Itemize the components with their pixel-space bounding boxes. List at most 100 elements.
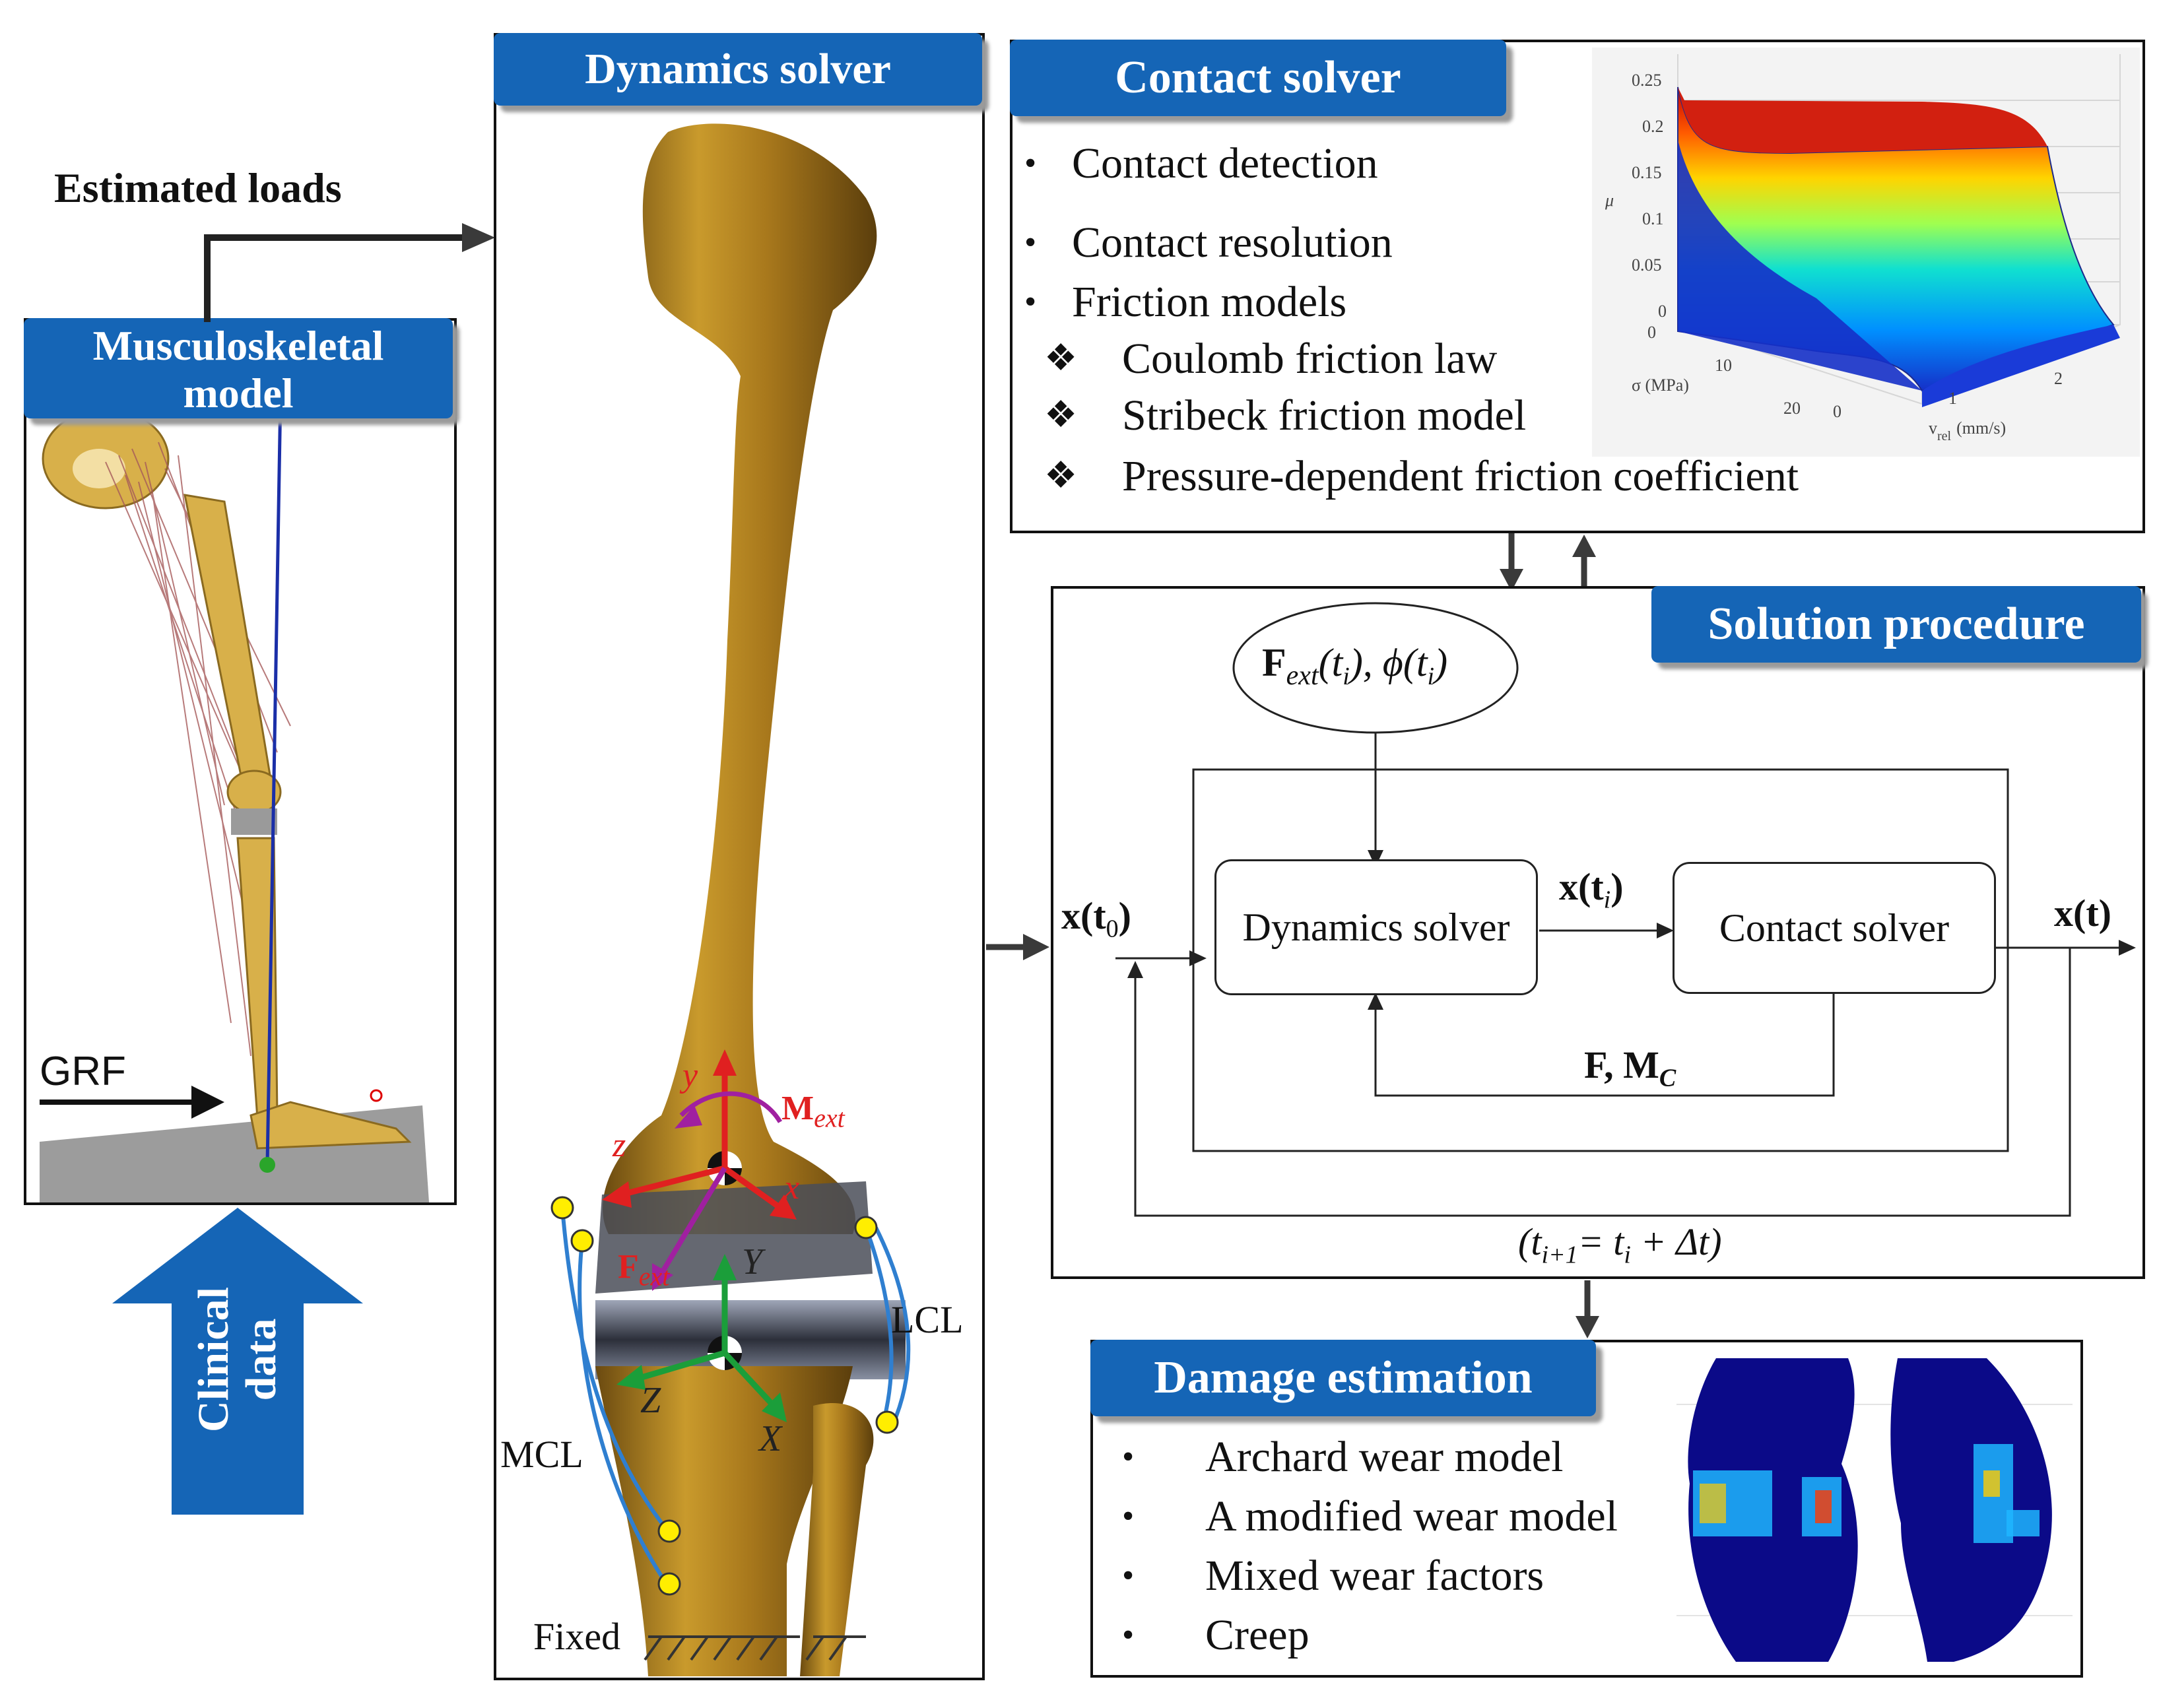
contact-solver-node: Contact solver <box>1673 862 1996 994</box>
tibial-frame <box>616 1254 787 1422</box>
marker-dot <box>370 1089 383 1102</box>
damage-bullet-text: Creep <box>1205 1611 1310 1659</box>
ligaments <box>560 1207 911 1585</box>
contact-subbullet-text: Coulomb friction law <box>1122 335 1498 383</box>
sigma-tick: 20 <box>1783 399 1801 418</box>
musculoskeletal-illustration <box>40 396 429 1202</box>
contact-subbullet-item: ❖ Coulomb friction law <box>1024 334 1799 391</box>
v-axis-label: vrel (mm/s) <box>1929 418 2006 443</box>
feedback-label: F, MC <box>1584 1043 1676 1093</box>
contact-subbullet-text: Stribeck friction model <box>1122 391 1527 440</box>
sigma-tick: 0 <box>1647 323 1656 342</box>
moment-ext-sub: ext <box>814 1103 845 1133</box>
z-tick: 0 <box>1658 302 1667 321</box>
x-t-output-label: x(t) <box>2054 892 2111 935</box>
clinical-data-label: Clinical data <box>189 1286 285 1433</box>
dynamics-to-solution-arrow <box>986 934 1049 960</box>
sigma-axis-label: σ (MPa) <box>1632 376 1689 395</box>
input-force-symbol: F <box>1262 641 1286 684</box>
moment-ext-symbol: M <box>781 1090 814 1127</box>
z-tick: 0.15 <box>1632 163 1662 182</box>
bullet-dot: • <box>1122 1438 1135 1476</box>
input-force-sub: ext <box>1286 661 1319 691</box>
diamond-bullet-icon: ❖ <box>1044 395 1078 436</box>
z-tick: 0.1 <box>1642 209 1664 228</box>
v-axis-sub: rel <box>1937 429 1952 443</box>
dynamics-solver-node: Dynamics solver <box>1214 859 1538 995</box>
grf-label: GRF <box>40 1049 126 1094</box>
contact-bullet-text: Contact detection <box>1072 139 1378 187</box>
contact-header: Contact solver <box>1010 40 1506 116</box>
ligament-markers <box>550 1196 899 1596</box>
damage-bullet-text: Mixed wear factors <box>1205 1552 1544 1600</box>
bullet-dot: • <box>1024 224 1037 261</box>
fixed-hatching <box>644 1635 866 1661</box>
musculoskeletal-header: Musculoskeletal model <box>24 318 453 418</box>
clinical-data-line1: Clinical <box>189 1286 238 1433</box>
moment-ext-label: Mext <box>781 1089 845 1133</box>
contact-bullet-list: • Contact detection • Contact resolution… <box>1024 139 1799 508</box>
step-sub2: i <box>1624 1241 1631 1269</box>
bullet-dot: • <box>1024 145 1037 182</box>
v-axis-unit: (mm/s) <box>1956 418 2006 438</box>
femur <box>183 494 272 794</box>
solution-header: Solution procedure <box>1651 586 2141 663</box>
wear-map-medial <box>1688 1358 1858 1662</box>
contact-bullet-text: Friction models <box>1072 278 1347 326</box>
contact-bullet-text: Contact resolution <box>1072 218 1393 267</box>
diamond-bullet-icon: ❖ <box>1044 455 1078 496</box>
bullet-dot: • <box>1122 1616 1135 1654</box>
v-tick: 2 <box>2054 369 2063 388</box>
v-axis-symbol: v <box>1929 418 1937 438</box>
damage-header: Damage estimation <box>1090 1340 1596 1416</box>
wear-maps <box>1676 1358 2073 1662</box>
fixed-label: Fixed <box>533 1615 621 1658</box>
lcl-label: LCL <box>891 1298 964 1341</box>
sigma-tick: 10 <box>1715 356 1732 375</box>
contact-subbullet-item: ❖ Stribeck friction model <box>1024 391 1799 451</box>
z-axis-label: μ <box>1605 191 1614 210</box>
fibula-bone <box>800 1403 874 1676</box>
axis-label-Y-cap: Y <box>742 1241 763 1282</box>
v-tick: 0 <box>1833 402 1842 421</box>
mcl-label: MCL <box>500 1433 583 1476</box>
damage-bullet-item: • Mixed wear factors <box>1115 1551 1618 1610</box>
contact-subbullet-item: ❖ Pressure-dependent friction coefficien… <box>1024 451 1799 508</box>
force-ext-label: Fext <box>618 1247 669 1292</box>
time-step-label: (ti+1= ti + Δt) <box>1518 1220 1722 1270</box>
input-label: Fext(ti), ϕ(ti) <box>1262 640 1447 692</box>
musculoskeletal-title-line1: Musculoskeletal <box>92 322 384 369</box>
bullet-dot: • <box>1122 1497 1135 1535</box>
v-tick: 1 <box>1948 389 1957 408</box>
muscle-lines <box>105 442 291 1057</box>
contact-bullet-item: • Contact resolution <box>1024 218 1799 277</box>
input-rest: (ti), ϕ(ti) <box>1318 641 1448 690</box>
force-line <box>265 396 282 1166</box>
step-open: (t <box>1518 1220 1542 1263</box>
tibia-bone <box>595 1366 853 1676</box>
z-tick: 0.2 <box>1642 117 1664 136</box>
contact-bullet-item: • Contact detection <box>1024 139 1799 218</box>
bullet-dot: • <box>1024 283 1037 321</box>
damage-bullet-item: • Creep <box>1115 1610 1618 1670</box>
x-ti-label: x(ti) <box>1559 865 1624 914</box>
femur-bone <box>603 123 877 1234</box>
force-origin-dot <box>259 1157 275 1173</box>
feedback-text: F, M <box>1584 1043 1659 1086</box>
step-rest: = t <box>1577 1220 1624 1263</box>
solution-to-damage-arrow <box>1576 1280 1599 1338</box>
feedback-sub: C <box>1659 1064 1676 1092</box>
wear-map-lateral <box>1890 1358 2052 1662</box>
knee-joint-illustration <box>550 123 911 1676</box>
solution-flow <box>1115 602 2136 1217</box>
bullet-dot: • <box>1122 1557 1135 1594</box>
axis-label-y-small: y <box>682 1057 698 1094</box>
x-ti-sub: i <box>1603 886 1611 914</box>
axis-label-z-small: z <box>613 1127 626 1164</box>
axis-label-X-cap: X <box>759 1418 782 1459</box>
x-t0-text: x(t <box>1061 894 1106 937</box>
x-ti-text: x(t <box>1559 865 1604 908</box>
step-end: + Δt) <box>1630 1220 1722 1263</box>
force-ext-symbol: F <box>618 1248 639 1286</box>
